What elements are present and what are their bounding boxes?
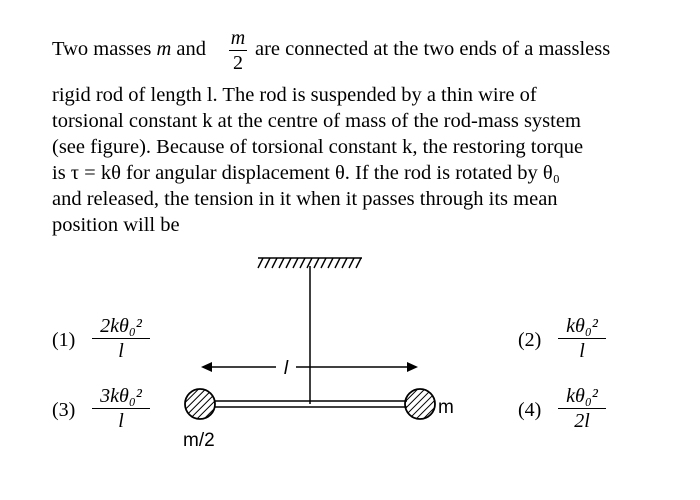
question-line-1b: are connected at the two ends of a massl… — [255, 38, 611, 60]
option-4-fraction: kθ₀² 2l — [558, 385, 606, 432]
option-1-fraction: 2kθ₀² l — [92, 315, 150, 362]
question-line-3: torsional constant k at the centre of ma… — [52, 110, 581, 132]
fraction-denominator: 2 — [233, 52, 243, 74]
fraction-bar — [92, 408, 150, 409]
fraction-bar — [92, 338, 150, 339]
question-line-4: (see figure). Because of torsional const… — [52, 136, 584, 158]
fraction-bar — [229, 50, 247, 51]
option-2-numerator: kθ₀² — [566, 315, 598, 337]
fraction-bar — [558, 338, 606, 339]
fraction-bar — [558, 408, 606, 409]
fraction-numerator: m — [230, 27, 246, 49]
question-line-2: rigid rod of length l. The rod is suspen… — [52, 84, 537, 106]
left-mass-circle — [184, 388, 216, 420]
option-3-fraction: 3kθ₀² l — [92, 385, 150, 432]
text-and: and — [171, 38, 207, 60]
question-line-7: position will be — [52, 214, 180, 236]
right-mass-circle — [404, 388, 436, 420]
option-2-fraction: kθ₀² l — [558, 315, 606, 362]
fraction-m-over-2: m 2 — [229, 27, 247, 74]
option-4-denominator: 2l — [574, 410, 590, 432]
option-1-label: (1) — [52, 329, 76, 351]
option-1-numerator: 2kθ₀² — [100, 315, 142, 337]
ceiling-support — [257, 257, 362, 269]
option-2-label: (2) — [518, 329, 542, 351]
question-line-5: is τ = kθ for angular displacement θ. If… — [52, 162, 560, 184]
option-3-denominator: l — [118, 410, 124, 432]
option-1-denominator: l — [118, 340, 124, 362]
question-line-1: Two masses m and — [52, 36, 206, 62]
length-arrow — [201, 362, 418, 372]
option-3-label: (3) — [52, 399, 76, 421]
massless-rod — [215, 400, 407, 408]
right-mass-label: m — [438, 397, 454, 418]
option-4-numerator: kθ₀² — [566, 385, 598, 407]
text-two-masses: Two masses — [52, 38, 157, 60]
rod-length-label: l — [284, 358, 289, 379]
option-4-label: (4) — [518, 399, 542, 421]
left-mass-label: m/2 — [183, 430, 215, 451]
question-line-6: and released, the tension in it when it … — [52, 188, 558, 210]
option-2-denominator: l — [579, 340, 585, 362]
option-3-numerator: 3kθ₀² — [100, 385, 142, 407]
mass-symbol-m: m — [156, 38, 172, 60]
